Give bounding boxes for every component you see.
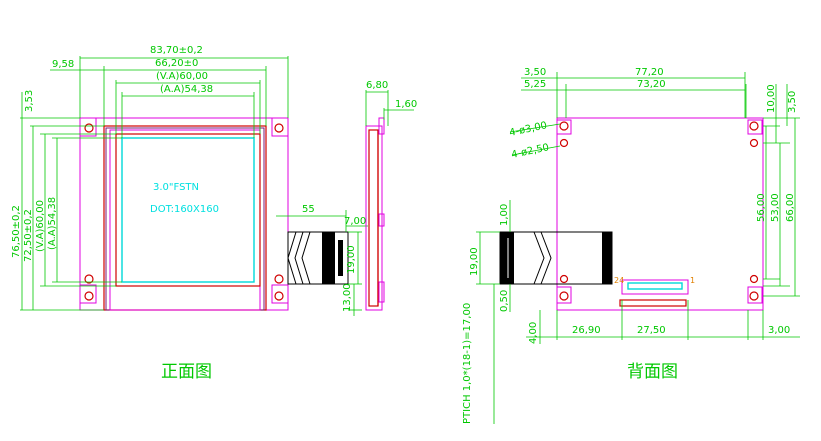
back-pin-span-dim: 19,00 xyxy=(469,247,480,276)
front-va-width-dim: (V.A)60,00 xyxy=(156,71,208,82)
fpc-width-dim: 19,00 xyxy=(346,245,357,274)
back-large-hole-dim: 4-ø3,00 xyxy=(508,120,548,139)
back-pitch-dim: PTICH 1,0*(18-1)=17,00 xyxy=(462,303,473,424)
side-view: 6,80 1,60 xyxy=(365,80,417,311)
front-va-height-dim: (V.A)60,00 xyxy=(35,200,46,252)
dot-resolution-label: DOT:160X160 xyxy=(150,204,219,215)
front-overall-height-dim: 76,50±0,2 xyxy=(11,205,22,258)
connector-pin-last: 1 xyxy=(690,276,695,285)
module-type-label: 3.0"FSTN xyxy=(153,182,199,193)
back-inner-width-dim: 73,20 xyxy=(637,79,666,90)
back-overall-width-dim: 77,20 xyxy=(635,67,664,78)
front-aa-height-dim: (A.A)54,38 xyxy=(47,197,58,250)
back-bottom-right-dim: 3,00 xyxy=(768,325,790,336)
back-right-h2-dim: 53,00 xyxy=(770,193,781,222)
side-step-dim: 1,60 xyxy=(395,99,417,110)
front-glass-height-dim: 72,50±0,2 xyxy=(23,209,34,262)
back-right-top-b-dim: 3,50 xyxy=(787,91,798,113)
front-view-title: 正面图 xyxy=(161,362,212,382)
front-aa-width-dim: (A.A)54,38 xyxy=(160,84,213,95)
back-right-h1-dim: 56,00 xyxy=(756,193,767,222)
back-small-hole-dim: 4-ø2,50 xyxy=(510,142,550,161)
front-glass-width-dim: 66,20±0 xyxy=(155,58,198,69)
front-view: 3.0"FSTN DOT:160X160 83,70±0,2 66,20±0 (… xyxy=(11,45,368,382)
back-right-top-a-dim: 10,00 xyxy=(766,84,777,113)
back-pin-gap-dim: 1,00 xyxy=(499,204,510,226)
back-view-title: 背面图 xyxy=(627,362,678,382)
front-left-offset-dim: 9,58 xyxy=(52,59,74,70)
back-left-top-dim: 3,50 xyxy=(524,67,546,78)
fpc-length-dim: 55 xyxy=(302,204,315,215)
fpc-bottom-dim: 13,00 xyxy=(342,283,353,312)
back-bottom-left-dim: 4,00 xyxy=(528,322,539,344)
front-overall-width-dim: 83,70±0,2 xyxy=(150,45,203,56)
back-bottom-a-dim: 26,90 xyxy=(572,325,601,336)
connector-pin-first: 24 xyxy=(614,276,624,285)
side-thickness-dim: 6,80 xyxy=(366,80,388,91)
front-top-offset-dim: 3,53 xyxy=(24,90,35,112)
back-view: 24 1 3,50 77,20 5,25 73,20 4-ø3,00 4-ø2,… xyxy=(462,67,800,424)
fpc-offset-dim: 7,00 xyxy=(344,216,366,227)
back-left-inner-dim: 5,25 xyxy=(524,79,546,90)
back-bottom-b-dim: 27,50 xyxy=(637,325,666,336)
back-right-h3-dim: 66,00 xyxy=(785,193,796,222)
back-pin-bottom-dim: 0,50 xyxy=(499,290,510,312)
